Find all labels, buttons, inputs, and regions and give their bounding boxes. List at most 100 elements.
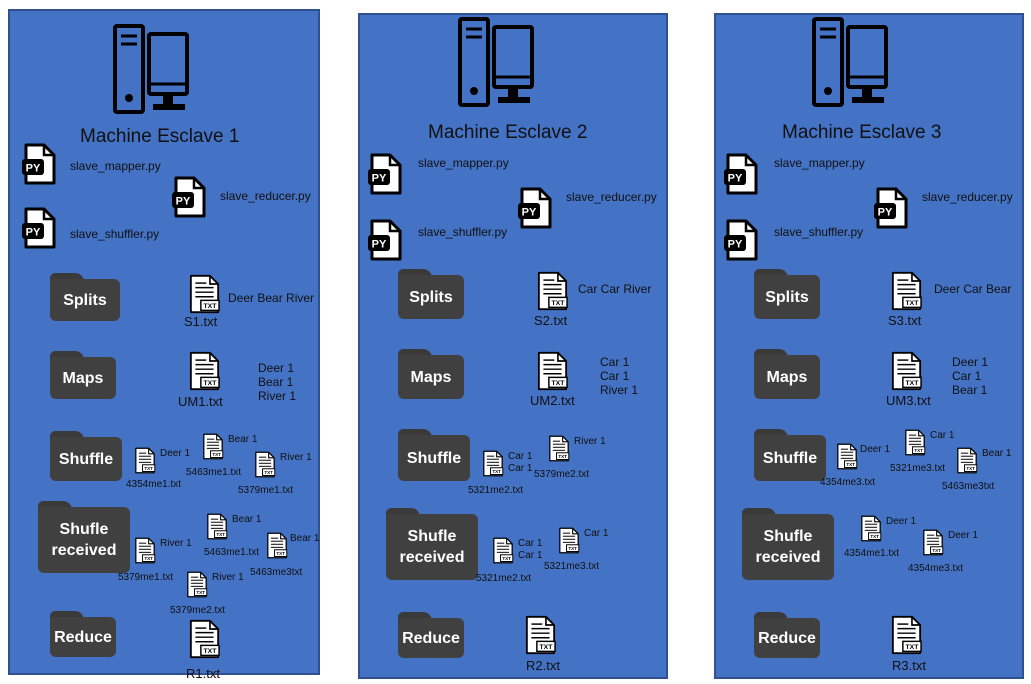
text-file-icon[interactable]: TXT xyxy=(188,351,221,396)
folder-shuffle[interactable]: Shuffle xyxy=(754,429,826,481)
text-file-icon[interactable]: TXT xyxy=(134,537,156,569)
script-name-reducer: slave_reducer.py xyxy=(566,190,657,204)
received-file-name: 5321me3.txt xyxy=(544,561,600,572)
text-file-icon[interactable]: TXT xyxy=(956,447,978,479)
text-file-icon[interactable]: TXT xyxy=(536,271,569,316)
text-file-icon[interactable]: TXT xyxy=(206,513,228,545)
python-file-icon[interactable]: PY xyxy=(516,187,552,234)
folder-shuffle-received[interactable]: Shufle received xyxy=(742,508,834,580)
split-file-name: S3.txt xyxy=(888,313,922,328)
text-file-icon[interactable]: TXT xyxy=(558,527,580,559)
computer-icon[interactable] xyxy=(812,17,888,114)
svg-text:TXT: TXT xyxy=(204,303,218,310)
script-name-shuffler: slave_shuffler.py xyxy=(774,225,864,239)
split-content: Car Car River xyxy=(578,282,652,296)
map-content-line: Deer 1 xyxy=(258,361,295,375)
script-name-mapper: slave_mapper.py xyxy=(774,156,865,170)
text-file-icon[interactable]: TXT xyxy=(548,435,570,467)
text-file-icon[interactable]: TXT xyxy=(188,619,221,664)
map-file-name: UM2.txt xyxy=(530,393,575,408)
folder-maps[interactable]: Maps xyxy=(398,349,464,399)
text-file-icon[interactable]: TXT xyxy=(482,450,504,482)
shuffle-content-line: Bear 1 xyxy=(982,448,1012,459)
svg-text:TXT: TXT xyxy=(276,551,285,556)
folder-splits[interactable]: Splits xyxy=(754,269,820,319)
text-file-icon[interactable]: TXT xyxy=(536,351,569,396)
python-file-icon[interactable]: PY xyxy=(722,153,758,200)
folder-reduce[interactable]: Reduce xyxy=(398,612,464,658)
received-file-name: 5463me1.txt xyxy=(204,547,260,558)
svg-text:TXT: TXT xyxy=(502,556,511,561)
text-file-icon[interactable]: TXT xyxy=(254,451,276,483)
received-file-name: 5379me1.txt xyxy=(118,572,174,583)
python-file-icon[interactable]: PY xyxy=(20,143,56,190)
python-file-icon[interactable]: PY xyxy=(170,176,206,223)
folder-reduce[interactable]: Reduce xyxy=(50,611,116,657)
folder-splits-label: Splits xyxy=(754,275,820,319)
split-content: Deer Car Bear xyxy=(934,282,1012,296)
folder-splits[interactable]: Splits xyxy=(50,273,120,321)
text-file-icon[interactable]: TXT xyxy=(266,532,288,564)
text-file-icon[interactable]: TXT xyxy=(890,351,923,396)
folder-shuffle[interactable]: Shuffle xyxy=(398,429,470,481)
python-file-icon[interactable]: PY xyxy=(722,219,758,266)
folder-reduce[interactable]: Reduce xyxy=(754,612,820,658)
script-name-mapper: slave_mapper.py xyxy=(418,156,509,170)
split-file-name: S2.txt xyxy=(534,313,568,328)
shuffle-content: Deer 1 xyxy=(160,448,190,460)
shuffle-file-name: 5379me1.txt xyxy=(238,485,294,496)
svg-text:PY: PY xyxy=(26,227,41,239)
received-content-line: Car 1 xyxy=(518,538,543,549)
text-file-icon[interactable]: TXT xyxy=(492,537,514,569)
received-content: Car 1 xyxy=(584,528,608,540)
python-file-icon[interactable]: PY xyxy=(872,187,908,234)
folder-splits-label: Splits xyxy=(50,279,120,321)
svg-text:TXT: TXT xyxy=(216,532,225,537)
computer-icon[interactable] xyxy=(458,17,534,114)
text-file-icon[interactable]: TXT xyxy=(134,447,156,479)
python-file-icon[interactable]: PY xyxy=(366,219,402,266)
text-file-icon[interactable]: TXT xyxy=(202,433,224,465)
computer-icon[interactable] xyxy=(113,24,189,121)
folder-maps[interactable]: Maps xyxy=(754,349,820,399)
python-file-icon[interactable]: PY xyxy=(20,207,56,254)
folder-maps[interactable]: Maps xyxy=(50,351,116,399)
received-content: Deer 1 xyxy=(948,530,978,542)
svg-text:TXT: TXT xyxy=(870,534,879,539)
text-file-icon[interactable]: TXT xyxy=(890,615,923,660)
folder-shuffle[interactable]: Shuffle xyxy=(50,431,122,481)
folder-shuffle-received[interactable]: Shufle received xyxy=(38,501,130,573)
text-file-icon[interactable]: TXT xyxy=(890,271,923,316)
folder-icon xyxy=(398,269,432,278)
text-file-icon[interactable]: TXT xyxy=(836,443,858,475)
split-file-name: S1.txt xyxy=(184,314,218,329)
folder-icon xyxy=(398,349,432,358)
text-file-icon[interactable]: TXT xyxy=(922,529,944,561)
text-file-icon[interactable]: TXT xyxy=(904,429,926,461)
folder-icon xyxy=(742,508,776,517)
folder-icon xyxy=(50,351,84,360)
svg-text:PY: PY xyxy=(728,239,743,251)
svg-text:TXT: TXT xyxy=(906,644,920,651)
folder-shuffle-received[interactable]: Shufle received xyxy=(386,508,478,580)
shuffle-file-name: 5321me3.txt xyxy=(890,463,946,474)
text-file-icon[interactable]: TXT xyxy=(186,571,208,603)
shuffle-content: Bear 1 xyxy=(228,434,257,446)
machine-title: Machine Esclave 2 xyxy=(428,122,588,143)
shuffle-content: Car 1 xyxy=(930,430,954,442)
received-content: River 1 xyxy=(160,538,192,550)
python-file-icon[interactable]: PY xyxy=(366,153,402,200)
text-file-icon[interactable]: TXT xyxy=(524,615,557,660)
text-file-icon[interactable]: TXT xyxy=(860,515,882,547)
folder-splits[interactable]: Splits xyxy=(398,269,464,319)
received-content-line: River 1 xyxy=(160,538,192,549)
folder-icon xyxy=(50,273,84,282)
reduce-file-name: R1.txt xyxy=(186,666,220,681)
received-file-name: 4354me1.txt xyxy=(844,548,900,559)
text-file-icon[interactable]: TXT xyxy=(188,274,221,319)
